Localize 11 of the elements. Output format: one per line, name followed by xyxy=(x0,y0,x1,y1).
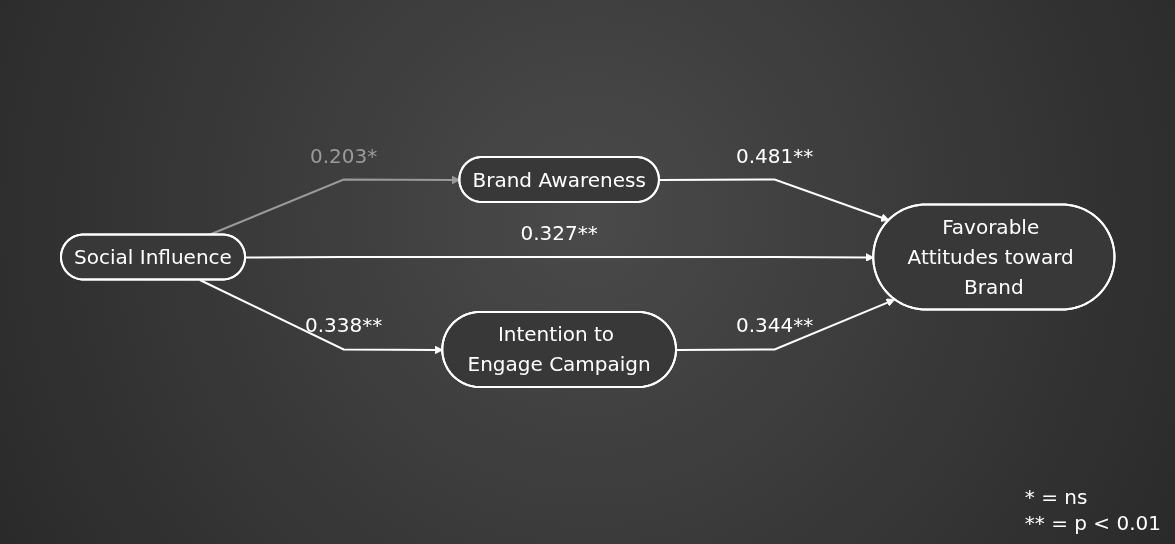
arrow xyxy=(675,298,895,351)
note-text: * = ns xyxy=(1024,484,1089,510)
note-text: ** = p < 0.01 xyxy=(1024,510,1161,536)
arrow xyxy=(658,178,890,222)
edge-label: 0.481** xyxy=(735,143,814,168)
arrow xyxy=(244,253,874,262)
edge-label: 0.327** xyxy=(520,221,598,245)
edge-label: 0.338** xyxy=(304,313,383,338)
edge-label: 0.203* xyxy=(309,143,378,168)
edge-label: 0.344** xyxy=(735,313,814,338)
arrow xyxy=(198,279,443,355)
